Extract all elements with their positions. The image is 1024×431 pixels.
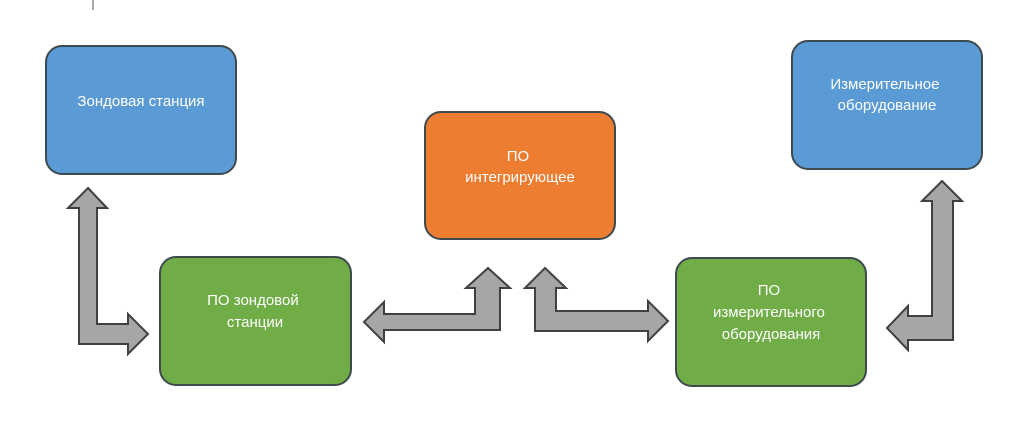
arrow-probe-software-to-integrating-software bbox=[362, 266, 513, 345]
node-measurement-equipment-software-label: ПО измерительного оборудования bbox=[713, 282, 829, 343]
node-probe-station-label: Зондовая станция bbox=[77, 93, 204, 110]
node-integrating-software-box bbox=[424, 111, 616, 240]
node-measurement-equipment-label: Измерительное оборудование bbox=[830, 76, 943, 114]
node-integrating-software: ПО интегрирующее bbox=[424, 111, 616, 240]
arrow-integrating-software-to-equipment-software bbox=[522, 266, 670, 344]
node-measurement-equipment-software: ПО измерительного оборудования bbox=[675, 257, 867, 387]
node-probe-station: Зондовая станция bbox=[45, 45, 237, 175]
node-measurement-equipment-software-box bbox=[675, 257, 867, 387]
node-integrating-software-label: ПО интегрирующее bbox=[465, 148, 575, 186]
node-measurement-equipment-box bbox=[791, 40, 983, 170]
node-probe-station-software-label: ПО зондовой станции bbox=[207, 292, 303, 331]
node-probe-station-software: ПО зондовой станции bbox=[159, 256, 352, 386]
node-probe-station-box bbox=[45, 45, 237, 175]
arrow-probe-station-to-probe-software bbox=[65, 186, 150, 357]
arrow-equipment-to-equipment-software bbox=[885, 179, 965, 353]
node-measurement-equipment: Измерительное оборудование bbox=[791, 40, 983, 170]
node-probe-station-software-box bbox=[159, 256, 352, 386]
